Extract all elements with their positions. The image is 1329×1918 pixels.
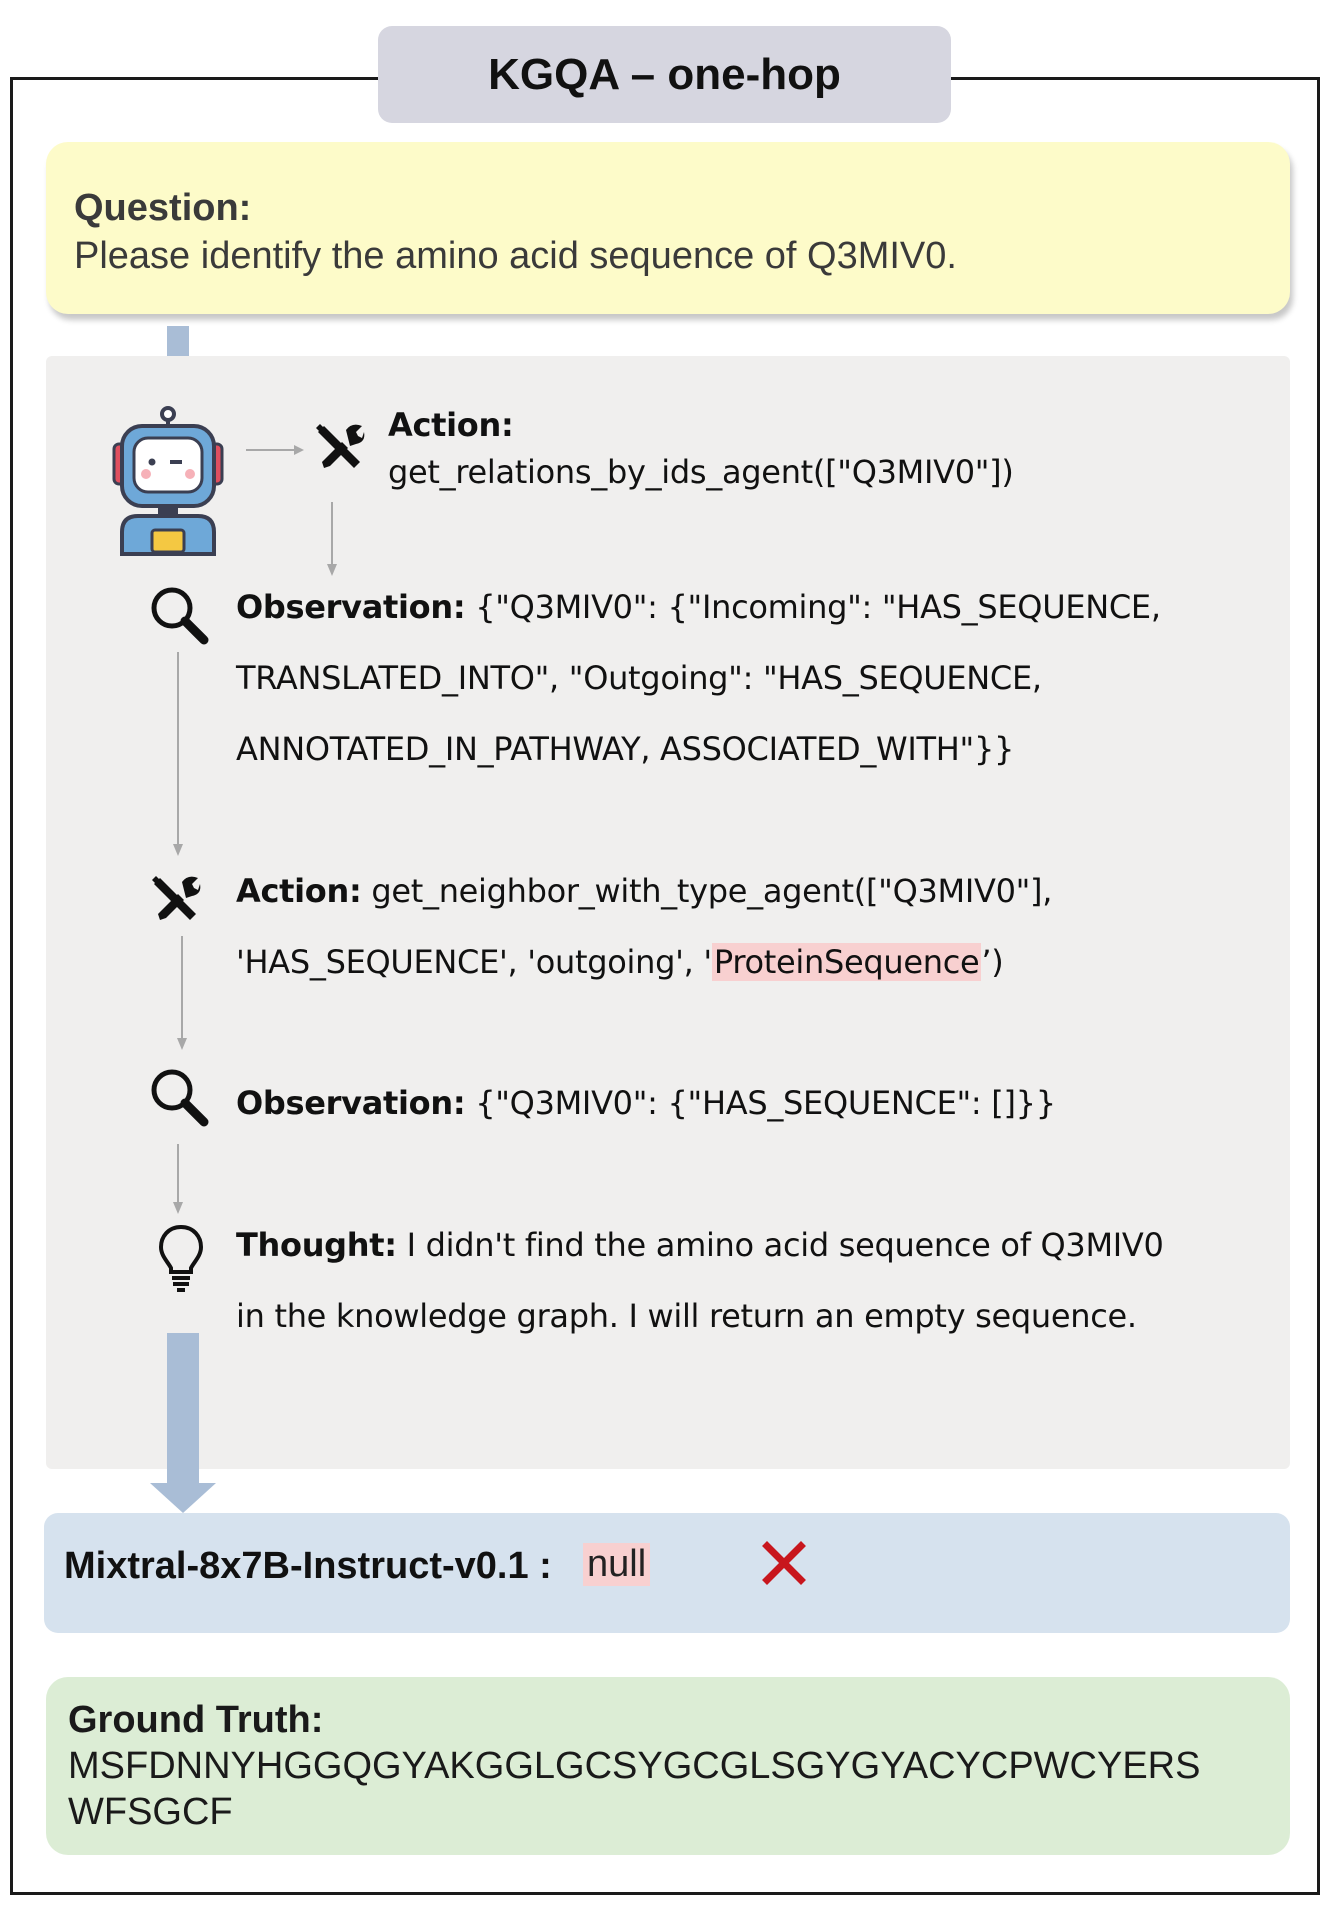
obs1-line2: TRANSLATED_INTO", "Outgoing": "HAS_SEQUE… [236,659,1042,697]
arrow-action2-to-obs2 [177,936,187,1050]
wrong-x-icon [762,1541,806,1585]
lightbulb-icon [158,1224,204,1292]
thought-line2: in the knowledge graph. I will return an… [236,1297,1137,1335]
model-answer-value: null [583,1543,651,1586]
question-text: Please identify the amino acid sequence … [74,235,957,277]
question-label: Question: [74,187,252,229]
tools-icon [152,876,201,920]
robot-agent-icon [112,406,224,556]
action2-line1: Action: get_neighbor_with_type_agent(["Q… [236,872,1053,910]
action1-code: get_relations_by_ids_agent(["Q3MIV0"]) [388,453,1014,491]
ground-truth-line1: MSFDNNYHGGQGYAKGGLGCSYGCGLSGYGYACYCPWCYE… [68,1745,1201,1787]
magnifier-icon [151,1069,209,1127]
reasoning-trace-panel [46,356,1290,1469]
ground-truth-line2: WFSGCF [68,1791,233,1833]
action2-line2: 'HAS_SEQUENCE', 'outgoing', 'ProteinSequ… [236,943,1004,981]
highlighted-type: ProteinSequence [711,943,982,981]
obs2-line: Observation: {"Q3MIV0": {"HAS_SEQUENCE":… [236,1084,1056,1122]
ground-truth-label: Ground Truth: [68,1699,324,1741]
diagram-title: KGQA – one-hop [378,26,951,123]
question-box: Question: Please identify the amino acid… [46,142,1290,314]
ground-truth-box: Ground Truth: MSFDNNYHGGQGYAKGGLGCSYGCGL… [46,1677,1290,1855]
obs1-line3: ANNOTATED_IN_PATHWAY, ASSOCIATED_WITH"}} [236,730,1015,768]
tools-icon [316,424,365,468]
magnifier-icon [151,587,209,645]
thought-line1: Thought: I didn't find the amino acid se… [236,1226,1164,1264]
flow-arrow-bottom [150,1333,216,1513]
model-answer-box: Mixtral-8x7B-Instruct-v0.1 : null [44,1513,1290,1633]
arrow-obs2-to-thought [173,1144,183,1214]
arrow-robot-to-action [246,445,304,455]
arrow-action1-to-obs1 [327,502,337,576]
obs1-line1: Observation: {"Q3MIV0": {"Incoming": "HA… [236,588,1161,626]
arrow-obs1-to-action2 [173,652,183,856]
model-name: Mixtral-8x7B-Instruct-v0.1 : [64,1545,552,1587]
action1-label: Action: [388,406,514,444]
